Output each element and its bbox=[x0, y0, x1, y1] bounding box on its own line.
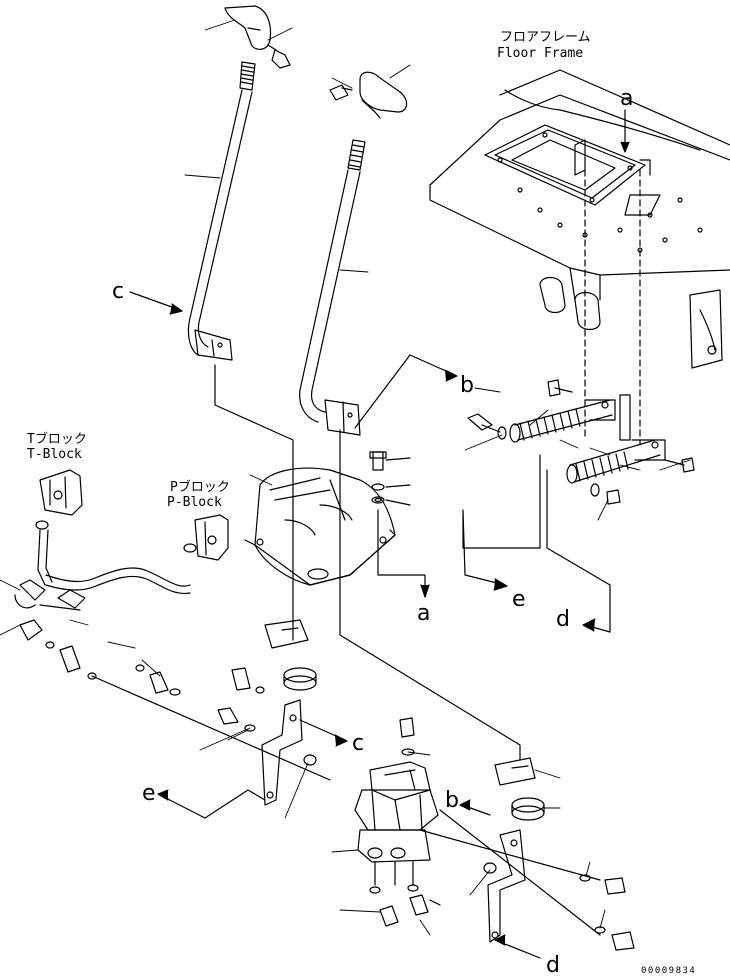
p-block bbox=[183, 514, 229, 561]
leader-e-low-head bbox=[157, 789, 169, 801]
t-block bbox=[35, 469, 83, 530]
ref-b-low: b bbox=[445, 788, 459, 813]
leader-e-mid bbox=[462, 454, 541, 586]
p-block-en-label: P-Block bbox=[167, 495, 222, 510]
springs bbox=[467, 379, 695, 505]
leader-lever1-down bbox=[214, 364, 294, 641]
ref-c-top: c bbox=[112, 279, 125, 304]
pads bbox=[264, 619, 545, 821]
leader-c-top-head bbox=[169, 303, 183, 315]
leader-a-arrowhead bbox=[620, 141, 630, 153]
ref-c-low: c bbox=[352, 731, 365, 756]
leader-b-top-head bbox=[444, 369, 458, 382]
leader-c-low-head bbox=[334, 734, 348, 747]
hoses bbox=[14, 529, 191, 611]
ppc-valve bbox=[354, 761, 439, 863]
center-line-hoses bbox=[91, 675, 331, 781]
ref-d-mid: d bbox=[556, 607, 570, 632]
leader-a-mid-head bbox=[420, 584, 430, 598]
leader-b-low-head bbox=[459, 799, 471, 811]
ref-e-mid: e bbox=[512, 587, 526, 612]
leader-lever2-down bbox=[339, 429, 521, 761]
leader-e-mid-head bbox=[493, 578, 508, 591]
mid-bolts bbox=[217, 667, 635, 951]
valve-fittings bbox=[369, 861, 441, 927]
center-line-valve-2 bbox=[419, 829, 601, 881]
lever-cover bbox=[244, 467, 396, 586]
fittings bbox=[19, 619, 181, 696]
leader-e-low bbox=[159, 789, 266, 819]
ref-a-top: a bbox=[620, 86, 634, 111]
leader-d-mid bbox=[546, 469, 611, 633]
t-block-jp-label: Tブロック bbox=[27, 432, 87, 447]
lever-left bbox=[187, 5, 291, 361]
t-block-en-label: T-Block bbox=[27, 447, 82, 462]
floor-frame-jp-label: フロアフレーム bbox=[500, 30, 591, 45]
cover-bolts bbox=[369, 451, 411, 506]
lever-center bbox=[299, 71, 408, 436]
link-arm-right bbox=[483, 829, 526, 943]
ref-d-low: d bbox=[546, 953, 560, 978]
center-line-valve bbox=[439, 809, 601, 936]
p-block-jp-label: Pブロック bbox=[170, 480, 230, 495]
document-number: 00009834 bbox=[641, 966, 697, 976]
leader-d-mid-head bbox=[582, 618, 596, 632]
link-arm-left bbox=[261, 699, 317, 806]
floor-frame bbox=[429, 69, 730, 369]
ref-e-low: e bbox=[142, 781, 156, 806]
leader-b-top bbox=[354, 354, 456, 429]
leader-d-low-head bbox=[494, 934, 506, 946]
ref-a-mid: a bbox=[417, 601, 431, 626]
callout-lines bbox=[0, 19, 691, 936]
floor-frame-en-label: Floor Frame bbox=[497, 46, 584, 61]
leader-a-mid bbox=[377, 509, 426, 596]
ref-b-top: b bbox=[460, 373, 474, 398]
